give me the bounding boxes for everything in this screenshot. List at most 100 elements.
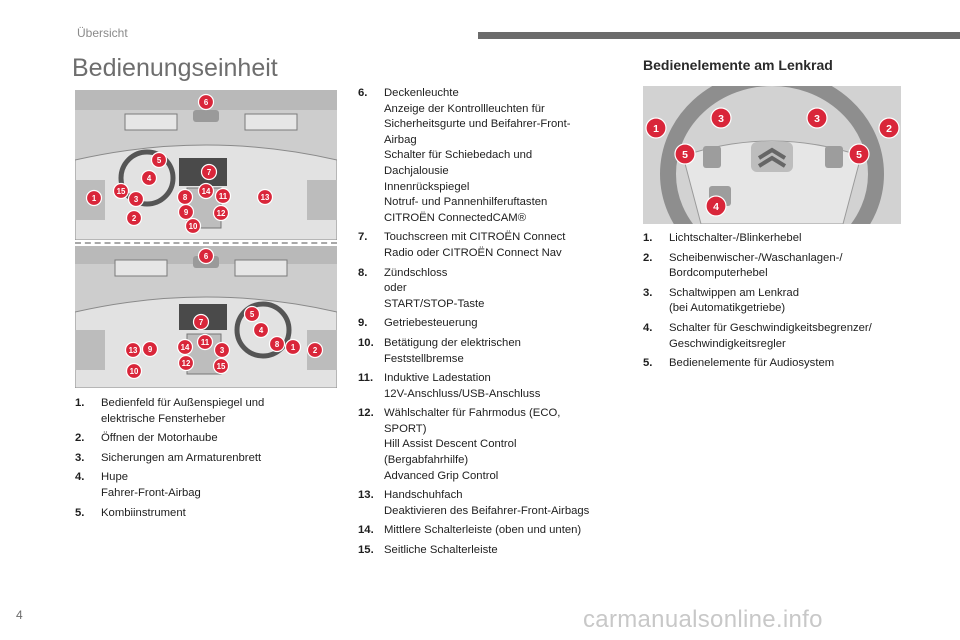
item-number: 6. [358, 87, 368, 99]
item-text: Getriebesteuerung [384, 317, 478, 330]
item-text: Scheibenwischer-/Waschanlagen-/ Bordcomp… [669, 251, 843, 280]
item-text: Öffnen der Motorhaube [101, 432, 218, 445]
item-text: Sicherungen am Armaturenbrett [101, 451, 262, 464]
callout-badge: 1 [284, 338, 302, 356]
callout-number: 1 [92, 194, 97, 203]
callout-badge: 8 [176, 188, 194, 206]
callout-number: 3 [220, 346, 225, 355]
callout-number: 5 [856, 149, 862, 161]
list-item: 4. Hupe Fahrer-Front-Airbag [75, 470, 345, 501]
callout-badge: 3 [213, 341, 231, 359]
list-item: 5.Kombiinstrument [75, 506, 345, 522]
callout-badge: 15 [212, 357, 230, 375]
callout-number: 7 [207, 168, 212, 177]
list-item: 15.Seitliche Schalterleiste [358, 543, 620, 559]
callout-number: 14 [202, 187, 211, 196]
item-text: Hupe Fahrer-Front-Airbag [101, 471, 201, 499]
item-number: 1. [75, 397, 85, 409]
callout-number: 6 [204, 252, 209, 261]
callout-number: 5 [250, 310, 255, 319]
item-text: Bedienfeld für Außenspiegel und elektris… [101, 397, 265, 425]
list-item: 8. Zündschloss oder START/STOP-Taste [358, 266, 620, 313]
callout-badge: 10 [125, 362, 143, 380]
item-number: 3. [643, 286, 653, 299]
callout-number: 12 [217, 209, 226, 218]
item-text: Wählschalter für Fahrmodus (ECO, SPORT) … [384, 407, 561, 482]
item-number: 12. [358, 407, 374, 420]
callout-number: 4 [259, 326, 264, 335]
callout-number: 8 [275, 340, 280, 349]
item-text: Seitliche Schalterleiste [384, 544, 498, 557]
callout-number: 6 [204, 98, 209, 107]
item-text: Touchscreen mit CITROËN Connect Radio od… [384, 231, 566, 259]
callout-badge: 7 [192, 313, 210, 331]
list-item: 5. Bedienelemente für Audiosystem [643, 356, 893, 372]
list-item: 13.Handschuhfach Deaktivieren des Beifah… [358, 488, 620, 519]
item-number: 11. [358, 372, 374, 385]
item-number: 8. [358, 266, 368, 279]
callout-badge: 11 [214, 187, 232, 205]
steering-controls-list: 1.Lichtschalter-/Blinkerhebel 2.Scheibenw… [643, 231, 893, 376]
item-number: 10. [358, 336, 374, 349]
callout-number: 2 [313, 346, 318, 355]
list-item: 9. Getriebesteuerung [358, 316, 620, 332]
callout-number: 9 [148, 345, 153, 354]
callout-number: 1 [291, 343, 296, 352]
callout-badge: 3 [710, 107, 732, 129]
callout-badge: 5 [848, 143, 870, 165]
item-number: 13. [358, 489, 374, 502]
callout-badge: 2 [306, 341, 324, 359]
callout-number: 15 [217, 362, 226, 371]
callout-number: 5 [682, 149, 688, 161]
callout-number: 2 [886, 123, 892, 135]
item-number: 4. [75, 471, 85, 484]
item-number: 7. [358, 231, 368, 244]
callout-badge: 4 [140, 169, 158, 187]
item-number: 9. [358, 317, 368, 330]
item-number: 1. [643, 232, 653, 244]
callout-badge: 12 [177, 354, 195, 372]
callout-badge: 4 [705, 195, 727, 217]
list-item: 2.Scheibenwischer-/Waschanlagen-/ Bordco… [643, 251, 893, 282]
item-number: 5. [643, 357, 653, 370]
list-item: 3. Schaltwippen am Lenkrad (bei Automatik… [643, 286, 893, 317]
callout-badge: 14 [197, 182, 215, 200]
list-item: 12. Wählschalter für Fahrmodus (ECO, SPOR… [358, 406, 620, 484]
list-item: 3.Sicherungen am Armaturenbrett [75, 451, 345, 467]
callout-number: 4 [713, 201, 719, 213]
item-text: Schaltwippen am Lenkrad (bei Automatikge… [669, 286, 799, 315]
callout-number: 2 [132, 214, 137, 223]
callout-number: 12 [182, 359, 191, 368]
callout-badge: 6 [197, 247, 215, 265]
callout-badge: 9 [177, 203, 195, 221]
callout-number: 4 [147, 174, 152, 183]
callout-number: 11 [201, 338, 210, 347]
callout-badge: 3 [806, 107, 828, 129]
callout-number: 5 [157, 156, 162, 165]
list-item: 11. Induktive Ladestation 12V-Anschluss/U… [358, 371, 620, 402]
callout-number: 14 [181, 343, 190, 352]
component-list-part1: 1. Bedienfeld für Außenspiegel und elektr… [75, 396, 345, 525]
callout-badge: 7 [200, 163, 218, 181]
list-item: 1.Lichtschalter-/Blinkerhebel [643, 231, 893, 247]
callout-badge: 13 [256, 188, 274, 206]
list-item: 1. Bedienfeld für Außenspiegel und elektr… [75, 396, 345, 427]
item-text: Induktive Ladestation 12V-Anschluss/USB-… [384, 372, 541, 400]
callout-badge: 2 [125, 209, 143, 227]
callout-badge: 12 [212, 204, 230, 222]
callout-number: 15 [117, 187, 126, 196]
callout-badge: 1 [85, 189, 103, 207]
item-text: Bedienelemente für Audiosystem [669, 357, 835, 370]
page-number: 4 [16, 608, 23, 622]
callout-badge: 5 [150, 151, 168, 169]
list-item: 10.Betätigung der elektrischen Feststell… [358, 336, 620, 367]
callout-badge: 15 [112, 182, 130, 200]
callout-badge: 13 [124, 341, 142, 359]
item-text: Zündschloss oder START/STOP-Taste [384, 266, 485, 310]
callout-badge: 3 [127, 190, 145, 208]
callout-badge: 9 [141, 340, 159, 358]
item-number: 2. [75, 432, 85, 445]
